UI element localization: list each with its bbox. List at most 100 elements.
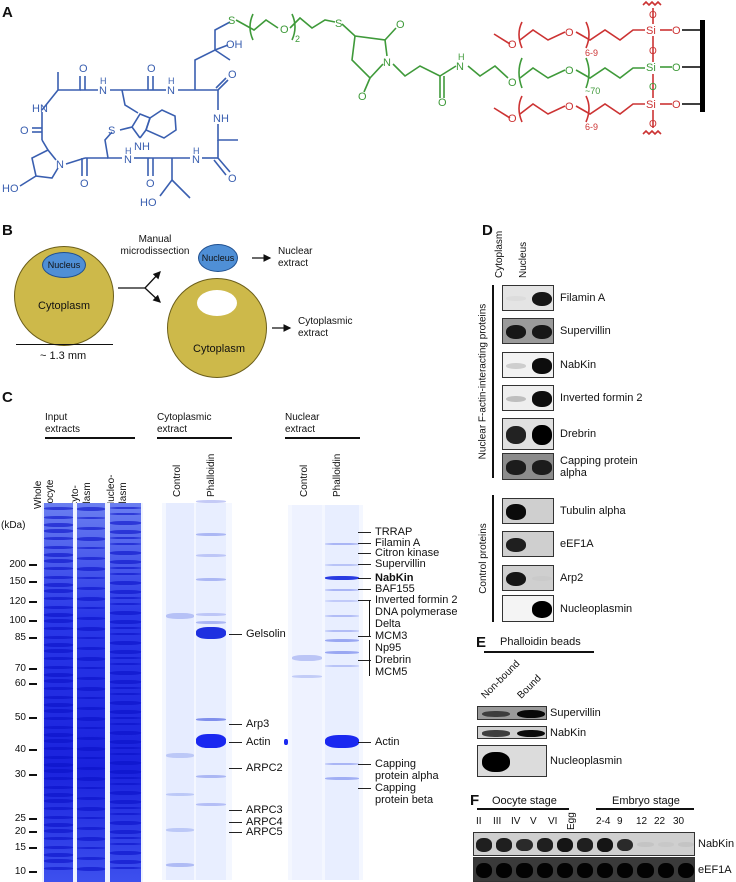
gel-band	[44, 516, 73, 519]
blot-band	[576, 838, 594, 852]
peptide-structure	[19, 21, 238, 199]
gel-band	[110, 650, 141, 654]
blot-band	[481, 730, 510, 737]
svg-text:H: H	[168, 76, 175, 86]
blot-label: Drebrin	[560, 428, 597, 440]
blot-label: NabKin	[698, 838, 735, 850]
gel-band	[196, 718, 226, 721]
svg-text:O: O	[649, 46, 657, 57]
gel-band	[325, 763, 359, 765]
gel-band	[44, 567, 73, 570]
marker-label: 40	[14, 744, 26, 755]
gel-band	[110, 867, 141, 869]
band-label: Arp3	[246, 718, 270, 730]
blot-label: eEF1A	[698, 863, 732, 876]
svg-text:H: H	[193, 146, 200, 156]
gel-band	[284, 739, 288, 745]
marker-tick	[29, 831, 37, 833]
annotation-leader	[229, 810, 242, 811]
blot-label: Supervillin	[560, 325, 611, 337]
phalloidin-bead-chemical-structure: O HN O HN O HN O NH S NH N HN HN O O O H…	[2, 0, 705, 209]
gel-band	[77, 557, 105, 560]
gel-band	[110, 620, 141, 624]
svg-text:H: H	[100, 76, 107, 86]
gel-band	[110, 791, 141, 795]
gel-band	[110, 687, 141, 689]
blot-label: Tubulin alpha	[560, 505, 626, 517]
gel-band	[325, 639, 359, 642]
svg-text:O: O	[672, 62, 681, 74]
blot-band	[677, 842, 694, 847]
gel-band	[325, 651, 359, 654]
group-nuclear-factin-label: Nuclear F-actin-interacting proteins	[477, 303, 489, 460]
marker-tick	[29, 668, 37, 670]
gel-band	[166, 613, 194, 619]
blot-band	[531, 358, 553, 374]
gel-band	[44, 559, 73, 563]
gel-band	[110, 603, 141, 605]
svg-text:NH: NH	[213, 113, 229, 125]
blot-band	[505, 571, 527, 587]
annotation-leader	[358, 660, 371, 661]
gel-band	[325, 576, 359, 580]
gel-band	[44, 553, 73, 557]
blot-band	[531, 460, 553, 475]
band-label: Delta	[375, 618, 401, 630]
panel-b-label: B	[2, 222, 13, 239]
gel-lane	[44, 503, 73, 882]
lane-label: II	[476, 816, 482, 827]
svg-text:Si: Si	[646, 99, 656, 111]
blot-label: Filamin A	[560, 292, 606, 304]
gel-band	[110, 770, 141, 774]
blot-label: Supervillin	[550, 707, 601, 719]
gel-band	[325, 735, 359, 748]
blot-band	[516, 709, 545, 719]
kda-unit-label: (kDa)	[1, 520, 26, 531]
svg-text:O: O	[508, 77, 517, 89]
marker-label: 200	[9, 559, 26, 570]
gel-band	[110, 783, 141, 785]
gel-band	[110, 581, 141, 585]
bead-surface	[700, 20, 705, 112]
svg-text:N: N	[124, 154, 132, 166]
gel-band	[44, 619, 73, 623]
gel-band	[77, 507, 105, 511]
svg-text:O: O	[438, 97, 447, 109]
gel-band	[77, 737, 105, 740]
svg-text:S: S	[228, 15, 235, 27]
annotation-leader	[229, 822, 242, 823]
oocyte-stage-label: Oocyte stage	[492, 795, 557, 807]
svg-text:2: 2	[295, 34, 300, 44]
band-label: DNA polymerase	[375, 606, 458, 618]
blot-band	[637, 863, 654, 878]
blot-band	[532, 576, 553, 581]
gel-band	[110, 537, 141, 539]
gel-band	[44, 666, 73, 669]
svg-text:S: S	[108, 125, 115, 137]
gel-band	[196, 734, 226, 748]
band-label: Np95	[375, 642, 402, 654]
gel-band	[110, 657, 141, 659]
gel-band	[44, 523, 73, 527]
gel-band	[325, 615, 359, 617]
gel-band	[110, 813, 141, 815]
blot-label: Nucleoplasmin	[560, 602, 633, 615]
band-label: Citron kinase	[375, 547, 440, 559]
gel-band	[110, 663, 141, 665]
gel-band	[44, 583, 73, 587]
gel-band	[110, 521, 141, 525]
gel-band	[44, 717, 73, 720]
svg-text:N: N	[167, 85, 175, 97]
band-label: ARPC5	[246, 826, 283, 838]
svg-text:O: O	[672, 25, 681, 37]
svg-text:O: O	[672, 99, 681, 111]
marker-tick	[29, 717, 37, 719]
gel-band	[110, 731, 141, 735]
marker-label: 100	[9, 615, 26, 626]
gel-band	[110, 530, 141, 534]
blot-strip	[477, 726, 547, 739]
